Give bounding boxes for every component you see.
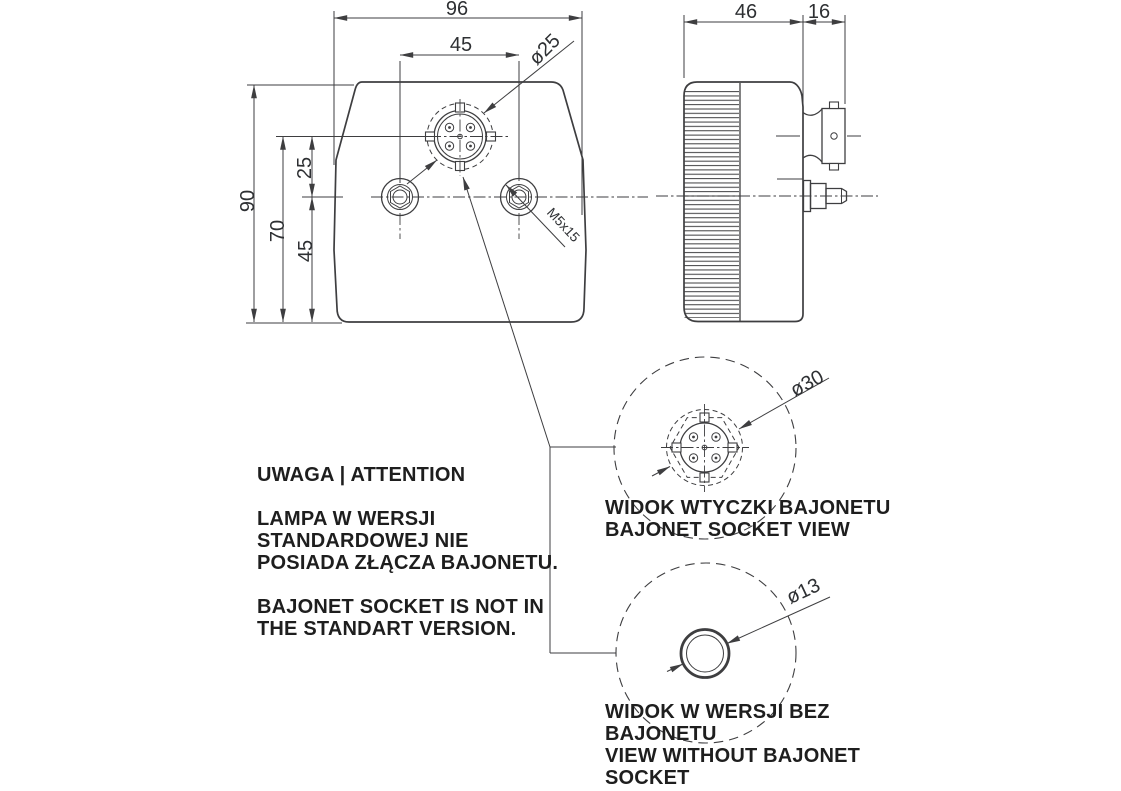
leader-line bbox=[666, 663, 684, 673]
caption-line: BAJONETU bbox=[605, 723, 717, 745]
note-polish-line: LAMPA W WERSJI bbox=[257, 508, 436, 530]
caption-line: BAJONET SOCKET VIEW bbox=[605, 518, 850, 541]
dimension-value: 46 bbox=[735, 1, 757, 23]
leader-line bbox=[483, 40, 575, 114]
mounting-stud-left bbox=[380, 177, 420, 239]
socket-pin bbox=[692, 456, 695, 460]
dimension-value: 16 bbox=[808, 1, 830, 23]
stud-hex-nut bbox=[390, 185, 410, 209]
leader-line bbox=[505, 184, 566, 248]
bayonet-connector-front bbox=[424, 99, 510, 176]
dimension-depth-46: 46 bbox=[683, 1, 804, 105]
bayonet-detail-caption: WIDOK WTYCZKI BAJONETU BAJONET SOCKET VI… bbox=[605, 497, 891, 541]
caption-line: SOCKET bbox=[605, 767, 690, 789]
cable-gland-inner-ring bbox=[686, 634, 724, 673]
dimension-value: 25 bbox=[294, 157, 316, 179]
connector-pin-hole bbox=[830, 132, 838, 140]
note-spacer bbox=[257, 574, 558, 596]
mounting-stud-right bbox=[499, 177, 539, 239]
dimension-value: 45 bbox=[295, 240, 317, 262]
socket-pin bbox=[692, 435, 695, 439]
connector-neck-top bbox=[802, 108, 823, 116]
dimension-value: 96 bbox=[446, 0, 468, 20]
note-polish-line: STANDARDOWEJ NIE bbox=[257, 530, 469, 552]
socket-pin bbox=[714, 456, 718, 460]
leader-line bbox=[651, 466, 671, 477]
housing-outline bbox=[333, 81, 587, 323]
note-english-line: BAJONET SOCKET IS NOT IN bbox=[257, 596, 545, 618]
leader-line bbox=[406, 159, 438, 185]
socket-pin-hole bbox=[711, 432, 721, 442]
front-view: 96 45 90 70 25 45 bbox=[237, 0, 648, 324]
note-spacer bbox=[257, 486, 558, 508]
connector-tab-bottom bbox=[828, 162, 840, 171]
cable-gland-outer-ring bbox=[679, 628, 731, 679]
dimension-value: 45 bbox=[450, 34, 472, 56]
connector-pin bbox=[469, 144, 472, 148]
dimension-value: ø13 bbox=[783, 574, 824, 609]
detail-leader bbox=[462, 176, 616, 654]
without-bayonet-detail-caption: WIDOK W WERSJI BEZ BAJONETU VIEW WITHOUT… bbox=[605, 701, 860, 789]
caption-line: WIDOK WTYCZKI BAJONETU bbox=[605, 497, 891, 519]
connector-tab-top bbox=[828, 101, 840, 110]
socket-pin-hole bbox=[711, 453, 721, 463]
lens-ribs bbox=[684, 91, 739, 318]
socket-pin-hole bbox=[688, 453, 699, 463]
connector-pin bbox=[469, 126, 472, 129]
socket-pin bbox=[714, 435, 718, 439]
dimension-value: M5x15 bbox=[544, 205, 583, 245]
note-polish-line: POSIADA ZŁĄCZA BAJONETU. bbox=[257, 552, 559, 574]
caption-line: VIEW WITHOUT BAJONET bbox=[605, 745, 861, 767]
connector-pin-hole bbox=[465, 122, 476, 133]
note-heading: UWAGA | ATTENTION bbox=[257, 464, 466, 486]
dimension-value: 90 bbox=[237, 190, 259, 212]
dimension-connector-diameter: ø25 bbox=[406, 30, 575, 185]
leader-line bbox=[726, 596, 831, 644]
dimension-height-90: 90 bbox=[237, 84, 354, 324]
connector-pin bbox=[448, 126, 451, 129]
mounting-stud-side bbox=[777, 178, 848, 213]
dimension-connector-16: 16 bbox=[802, 1, 846, 104]
socket-pin-hole bbox=[688, 432, 699, 442]
connector-neck-bottom bbox=[802, 154, 823, 163]
detail-boundary-circle bbox=[615, 562, 797, 744]
attention-note: UWAGA | ATTENTION LAMPA W WERSJI STANDAR… bbox=[257, 464, 558, 640]
dimension-25: 25 bbox=[294, 136, 343, 198]
dimension-value: ø25 bbox=[525, 30, 565, 70]
dimension-bolt-spacing-45: 45 bbox=[399, 34, 520, 183]
bayonet-connector-side bbox=[776, 101, 861, 171]
connector-pin-hole bbox=[444, 122, 455, 133]
side-view: 46 16 bbox=[656, 1, 878, 323]
dimension-70: 70 bbox=[267, 136, 429, 323]
connector-pin bbox=[448, 144, 451, 148]
detail-boundary-circle bbox=[613, 356, 797, 540]
leader-line bbox=[738, 377, 830, 430]
dimension-value: ø30 bbox=[787, 366, 828, 402]
caption-line: WIDOK W WERSJI BEZ bbox=[605, 701, 830, 723]
connector-pin-hole bbox=[465, 141, 476, 151]
dimension-value: 70 bbox=[267, 220, 289, 242]
dimension-45-vertical: 45 bbox=[295, 196, 317, 323]
connector-pin-hole bbox=[444, 141, 455, 151]
dimension-width-96: 96 bbox=[333, 0, 583, 215]
leader-line bbox=[462, 176, 551, 448]
dimension-gland-diameter: ø13 bbox=[666, 574, 831, 673]
note-english-line: THE STANDART VERSION. bbox=[257, 618, 517, 640]
connector-body bbox=[821, 107, 846, 165]
